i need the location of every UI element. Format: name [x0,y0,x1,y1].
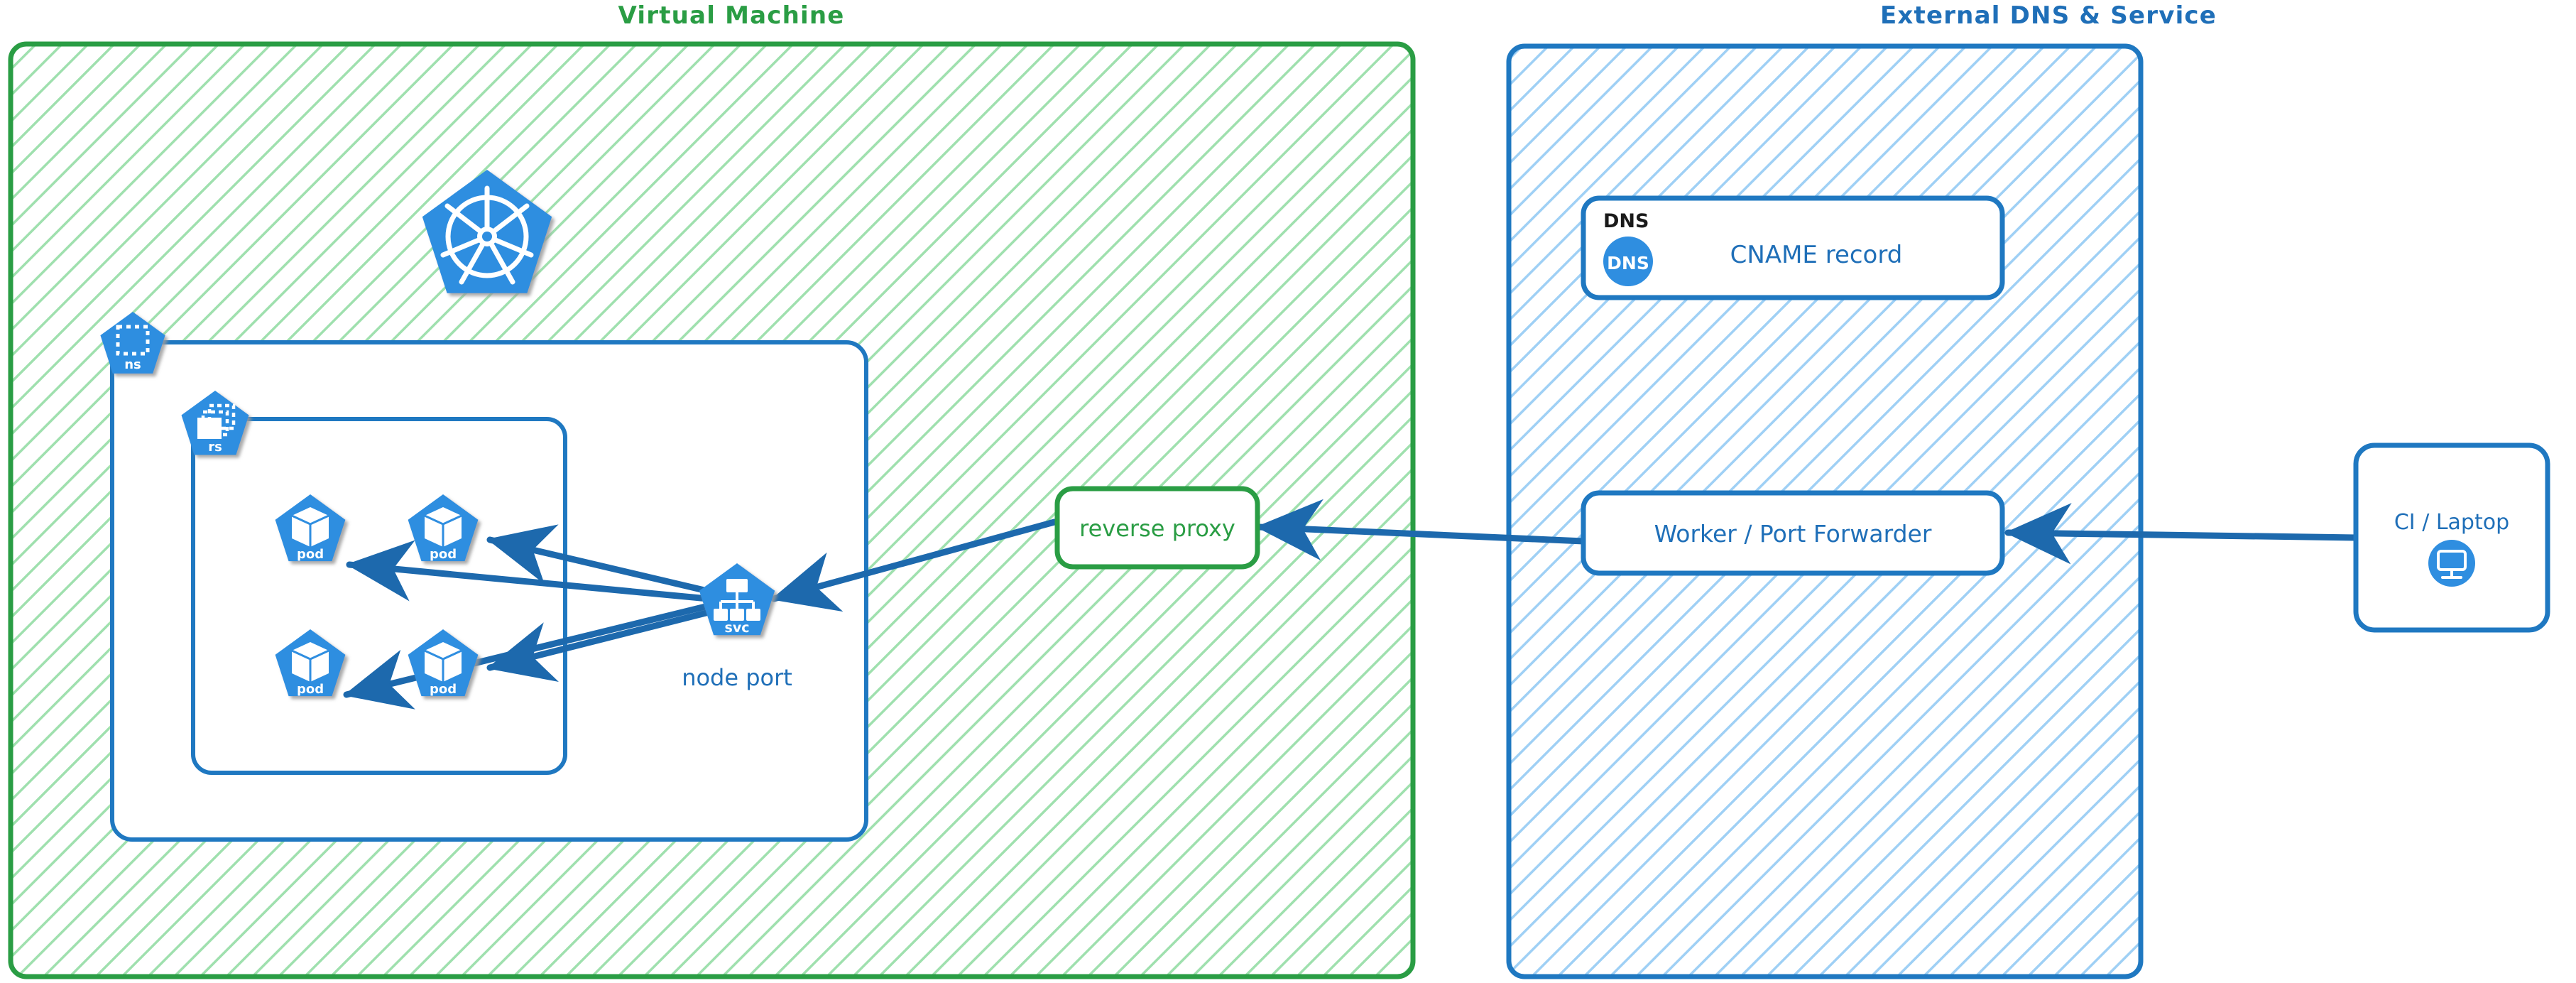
k8s-service-label: svc [725,620,750,636]
panel-title-vm: Virtual Machine [618,1,844,30]
k8s-pod-label-3: pod [297,682,324,697]
k8s-pod-icon-1: pod [275,494,346,562]
edge-client-to-worker [2004,503,2361,565]
k8s-replicaset-label: rs [208,440,222,455]
k8s-namespace-icon: ns [100,312,165,374]
k8s-pod-label-2: pod [430,547,457,562]
k8s-replicaset-icon: rs [181,391,249,455]
reverse-proxy-node[interactable]: reverse proxy [1054,486,1260,570]
k8s-pod-label-4: pod [430,682,457,697]
reverse-proxy-label: reverse proxy [1079,515,1235,542]
edge-group-service-to-pods [343,524,729,710]
monitor-circle-icon [2428,540,2475,587]
kubernetes-logo-icon [422,170,552,293]
k8s-service-icon: svc [699,563,775,636]
worker-port-forwarder-node[interactable]: Worker / Port Forwarder [1581,490,2005,576]
dns-group-node[interactable]: DNS DNS CNAME record [1581,195,2005,300]
dns-group-label: DNS [1603,210,1649,232]
edge-svc-to-pod-3 [486,524,729,599]
replicaset-container [191,417,567,775]
panel-title-external: External DNS & Service [1880,1,2217,30]
k8s-pod-label-1: pod [297,547,324,562]
dns-icon-label: DNS [1607,253,1649,273]
dns-circle-icon: DNS [1603,237,1653,286]
ci-laptop-label: CI / Laptop [2394,510,2509,535]
worker-port-forwarder-label: Worker / Port Forwarder [1654,520,1932,548]
edge-svc-to-pod-4 [486,604,729,683]
cname-record-label: CNAME record [1730,241,1903,269]
node-port-caption: node port [682,664,792,691]
ci-laptop-node[interactable]: CI / Laptop [2353,442,2550,633]
k8s-pod-icon-3: pod [275,629,346,697]
k8s-pod-icon-4: pod [408,629,479,697]
edge-worker-to-reverse-proxy [1255,499,1587,561]
edge-reverse-proxy-to-service [770,518,1058,612]
k8s-pod-icon-2: pod [408,494,479,562]
k8s-namespace-label: ns [124,357,141,372]
